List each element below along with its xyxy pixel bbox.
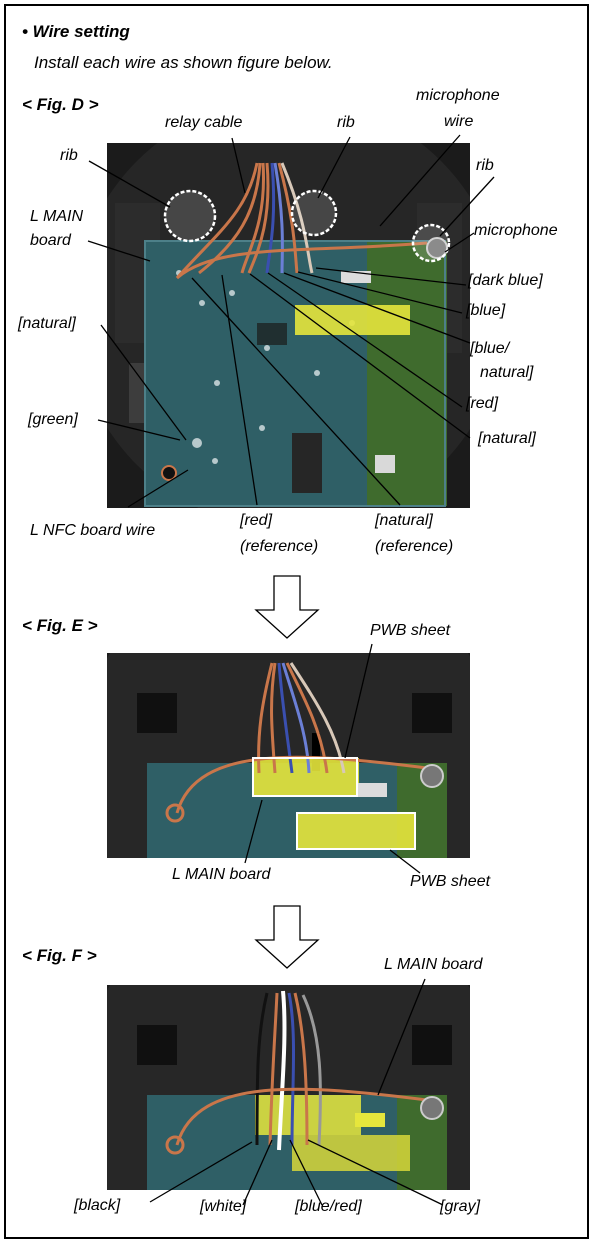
blue-red-label: [blue/red] [295,1198,362,1215]
rib-left-label: rib [60,147,78,164]
dark-blue-label: [dark blue] [468,272,543,289]
microphone-label: microphone [474,222,558,239]
rib-top-label: rib [337,114,355,131]
pwb-sheet-top-label: PWB sheet [370,622,451,639]
black-label: [black] [74,1197,121,1214]
red-reference-label-2: (reference) [240,538,319,555]
natural-right-label: [natural] [478,430,536,447]
natural-reference-label-2: (reference) [375,538,454,555]
microphone-wire-label-1: microphone [416,87,500,104]
microphone-wire-label-2: wire [444,113,474,130]
l-main-board-label-1: L MAIN [30,208,84,225]
white-label: [white] [200,1198,247,1215]
red-reference-label-1: [red] [240,512,273,529]
relay-cable-label: relay cable [165,114,243,131]
red-label: [red] [466,395,499,412]
l-nfc-board-wire-label: L NFC board wire [30,522,156,539]
instruction-text: Install each wire as shown figure below. [34,53,333,72]
fig-e-photo [107,653,470,858]
l-main-board-label-e: L MAIN board [172,866,271,883]
green-label: [green] [28,411,78,428]
blue-natural-label-1: [blue/ [470,340,510,357]
blue-natural-label-2: natural] [480,364,534,381]
l-main-board-label-2: board [30,232,71,249]
gray-label: [gray] [440,1198,481,1215]
fig-d-label: < Fig. D > [22,95,99,114]
page-frame [4,4,589,1239]
section-title: • Wire setting [22,22,130,41]
fig-d-photo [107,143,470,508]
blue-label: [blue] [466,302,506,319]
pwb-sheet-bottom-label: PWB sheet [410,873,491,890]
natural-left-label: [natural] [18,315,76,332]
l-main-board-label-f: L MAIN board [384,956,483,973]
rib-right-label: rib [476,157,494,174]
fig-f-label: < Fig. F > [22,946,97,965]
natural-reference-label-1: [natural] [375,512,433,529]
fig-e-label: < Fig. E > [22,616,98,635]
